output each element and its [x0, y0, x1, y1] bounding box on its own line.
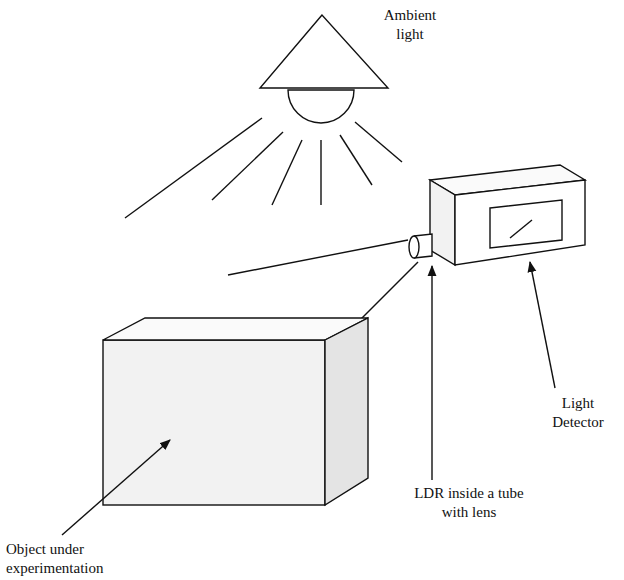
object-box	[103, 318, 368, 505]
leader-lines	[62, 262, 555, 535]
meter-window	[490, 200, 562, 248]
light-detector-box	[430, 165, 585, 265]
callout-label: Object under experimentation	[6, 540, 131, 578]
light-rays	[125, 118, 402, 218]
meter-needle	[510, 220, 532, 238]
lamp-shade	[260, 15, 388, 88]
callout-label: Ambient light	[372, 6, 448, 44]
callout-label: Light Detector	[538, 394, 618, 432]
ldr-tube	[409, 234, 432, 258]
lamp-bulb	[288, 90, 354, 123]
callout-label: LDR inside a tube with lens	[414, 484, 524, 522]
